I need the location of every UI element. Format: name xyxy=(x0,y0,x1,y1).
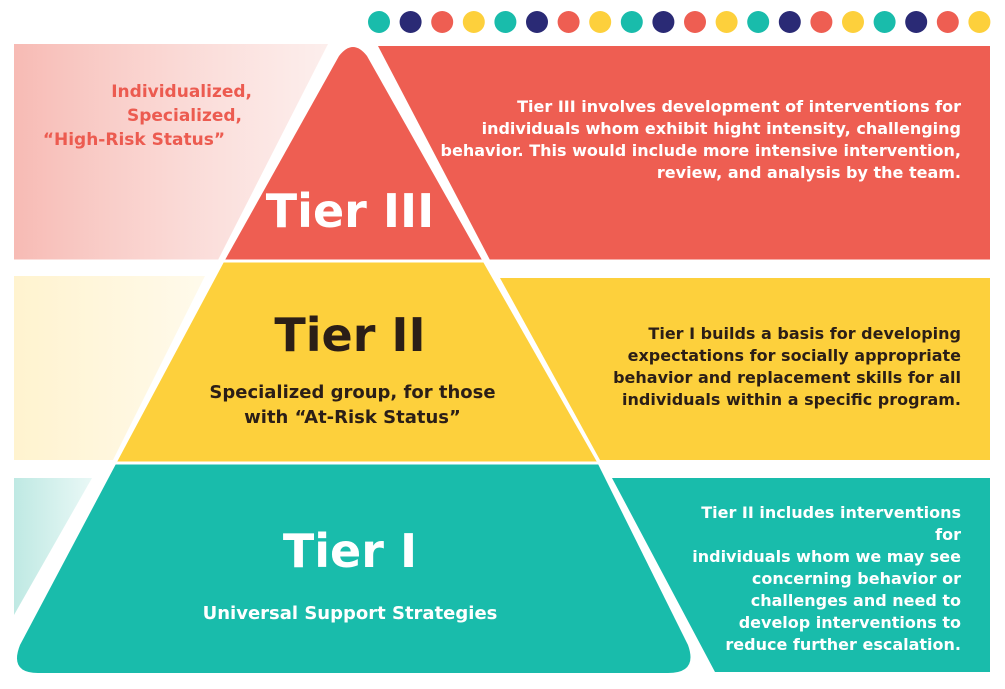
tier3-title: Tier III xyxy=(265,184,435,238)
tier1-description-line: develop interventions to xyxy=(738,613,961,632)
tier1-description-line: individuals whom we may see xyxy=(692,547,961,566)
tier3-description-line: behavior. This would include more intens… xyxy=(440,141,961,160)
tier2-description-line: individuals within a specific program. xyxy=(622,390,961,409)
tier3-right-band xyxy=(378,46,990,260)
tier2-right-band xyxy=(500,278,990,460)
tier3-side-note-line: Individualized, xyxy=(111,82,252,102)
tier1-description-line: reduce further escalation. xyxy=(725,635,961,654)
decorative-dot xyxy=(589,11,612,33)
tier2-subtitle-line: with “At-Risk Status” xyxy=(244,407,461,428)
tier1-description: Tier II includes interventions for indiv… xyxy=(671,502,961,656)
decorative-dot xyxy=(620,11,643,33)
decorative-dot xyxy=(968,11,991,33)
tier3-description: Tier III involves development of interve… xyxy=(421,96,961,184)
decorative-dot xyxy=(431,11,454,33)
tier3-side-note-line: Specialized, xyxy=(126,106,242,126)
decorative-dot xyxy=(873,11,896,33)
tier2-subtitle: Specialized group, for those with “At-Ri… xyxy=(180,380,525,430)
tier3-side-note: Individualized, Specialized, “High-Risk … xyxy=(40,80,252,152)
decorative-dot-row xyxy=(368,11,991,33)
tier2-left-band xyxy=(14,276,205,460)
tier3-description-line: individuals whom exhibit hight intensity… xyxy=(481,119,961,138)
tier2-description-line: behavior and replacement skills for all xyxy=(613,368,961,387)
tier3-description-line: Tier III involves development of interve… xyxy=(517,97,961,116)
tier2-description-line: expectations for socially appropriate xyxy=(627,346,961,365)
tier1-description-line: challenges and need to xyxy=(750,591,961,610)
tier1-left-band xyxy=(14,478,92,615)
decorative-dot xyxy=(715,11,738,33)
tier2-description: Tier I builds a basis for developing exp… xyxy=(581,323,961,411)
tier3-side-note-line: “High-Risk Status” xyxy=(42,130,225,150)
decorative-dot xyxy=(526,11,548,33)
tier2-subtitle-line: Specialized group, for those xyxy=(209,382,496,403)
decorative-dot xyxy=(652,11,675,33)
decorative-dot xyxy=(557,11,580,33)
tier2-description-line: Tier I builds a basis for developing xyxy=(648,324,961,343)
tier2-pyramid-segment xyxy=(117,260,597,462)
decorative-dot xyxy=(842,11,864,33)
tier1-description-line: Tier II includes interventions for xyxy=(701,503,961,544)
tier3-pyramid-segment xyxy=(225,47,482,260)
tier3-description-line: review, and analysis by the team. xyxy=(656,163,961,182)
decorative-dot xyxy=(494,11,517,33)
tier2-title: Tier II xyxy=(274,308,426,362)
tier1-title: Tier I xyxy=(282,524,418,578)
tier1-pyramid-segment xyxy=(16,462,691,673)
decorative-dot xyxy=(684,11,706,33)
decorative-dot xyxy=(747,11,770,33)
tier3-left-band xyxy=(14,44,328,260)
decorative-dot xyxy=(905,11,928,33)
decorative-dot xyxy=(462,11,485,33)
decorative-dot xyxy=(810,11,833,33)
decorative-dot xyxy=(936,11,959,33)
tier1-description-line: concerning behavior or xyxy=(751,569,961,588)
decorative-dot xyxy=(399,11,422,33)
decorative-dot xyxy=(368,11,390,33)
decorative-dot xyxy=(778,11,801,33)
tier1-subtitle: Universal Support Strategies xyxy=(202,603,498,624)
tier1-right-band xyxy=(612,478,990,672)
